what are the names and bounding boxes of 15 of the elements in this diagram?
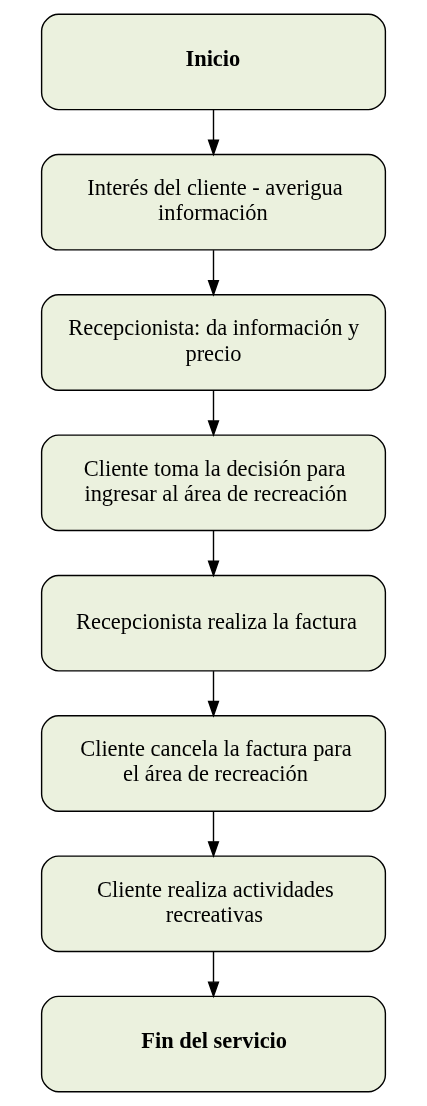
node-box: Cliente toma la decisión para ingresar al área de recreación xyxy=(40,434,387,532)
arrow xyxy=(207,109,220,157)
node-box: Fin del servicio xyxy=(40,995,387,1093)
arrow xyxy=(207,810,220,858)
node-box: Recepcionista realiza la factura xyxy=(40,574,387,672)
node-box: Recepcionista: da información y precio xyxy=(40,294,387,391)
arrow xyxy=(207,530,220,578)
arrow xyxy=(207,389,220,438)
arrow xyxy=(207,670,220,718)
node-box: Inicio xyxy=(40,13,387,111)
node-box: Cliente realiza actividades recreativas xyxy=(40,855,387,953)
node-box: Interés del cliente - averigua información xyxy=(40,153,387,251)
arrow xyxy=(207,249,220,297)
arrow xyxy=(207,951,220,999)
node-box: Cliente cancela la factura para el área de recreación xyxy=(40,715,387,812)
